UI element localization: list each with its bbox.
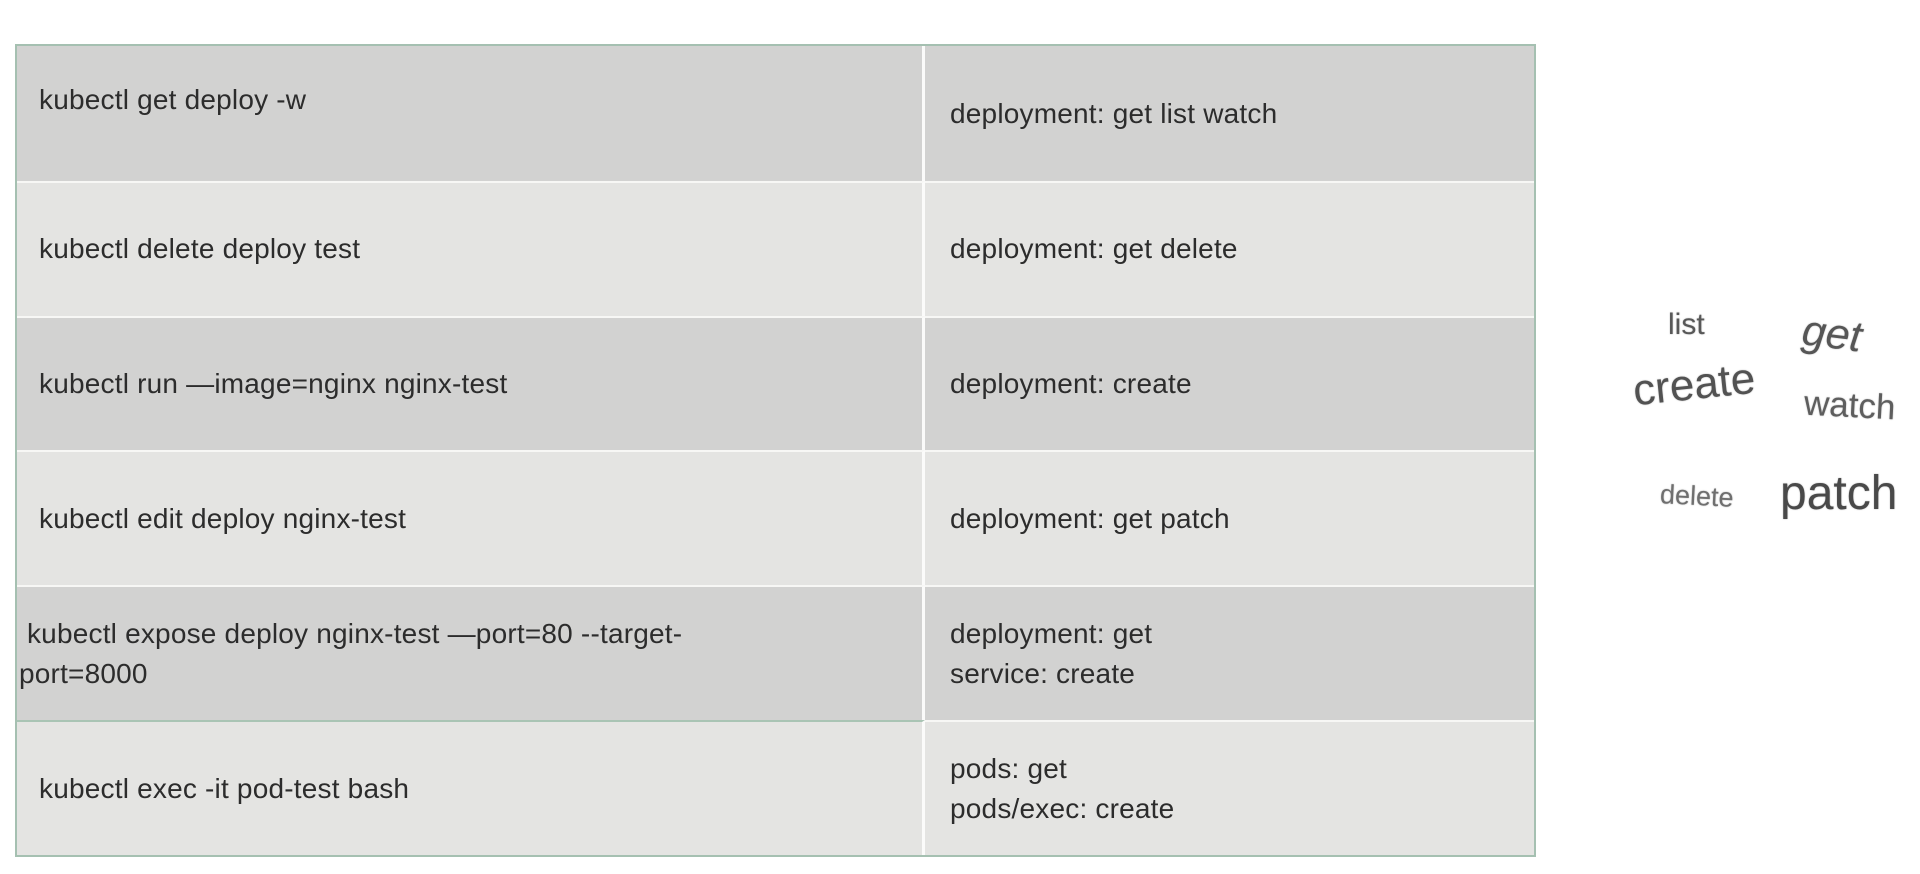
wordcloud-word-patch: patch bbox=[1780, 467, 1898, 520]
wordcloud-word-watch: watch bbox=[1803, 383, 1897, 428]
command-cell: kubectl expose deploy nginx-test —port=8… bbox=[17, 585, 925, 721]
permission-cell: deployment: get delete bbox=[925, 180, 1534, 316]
permission-cell: deployment: create bbox=[925, 315, 1534, 451]
command-cell: kubectl get deploy -w bbox=[17, 46, 925, 181]
permission-cell: deployment: get list watch bbox=[925, 46, 1534, 181]
wordcloud-word-delete: delete bbox=[1659, 479, 1735, 513]
wordcloud-word-get: get bbox=[1799, 306, 1865, 362]
command-cell: kubectl edit deploy nginx-test bbox=[17, 450, 925, 586]
wordcloud-word-create: create bbox=[1630, 353, 1758, 416]
kubectl-permissions-table: kubectl get deploy -w deployment: get li… bbox=[15, 44, 1536, 857]
permission-cell: deployment: get service: create bbox=[925, 585, 1534, 721]
permission-cell: pods: get pods/exec: create bbox=[925, 720, 1534, 855]
command-cell: kubectl delete deploy test bbox=[17, 180, 925, 316]
command-cell: kubectl exec -it pod-test bash bbox=[17, 720, 925, 855]
wordcloud-word-list: list bbox=[1668, 308, 1705, 341]
command-cell: kubectl run —image=nginx nginx-test bbox=[17, 315, 925, 451]
permission-cell: deployment: get patch bbox=[925, 450, 1534, 586]
